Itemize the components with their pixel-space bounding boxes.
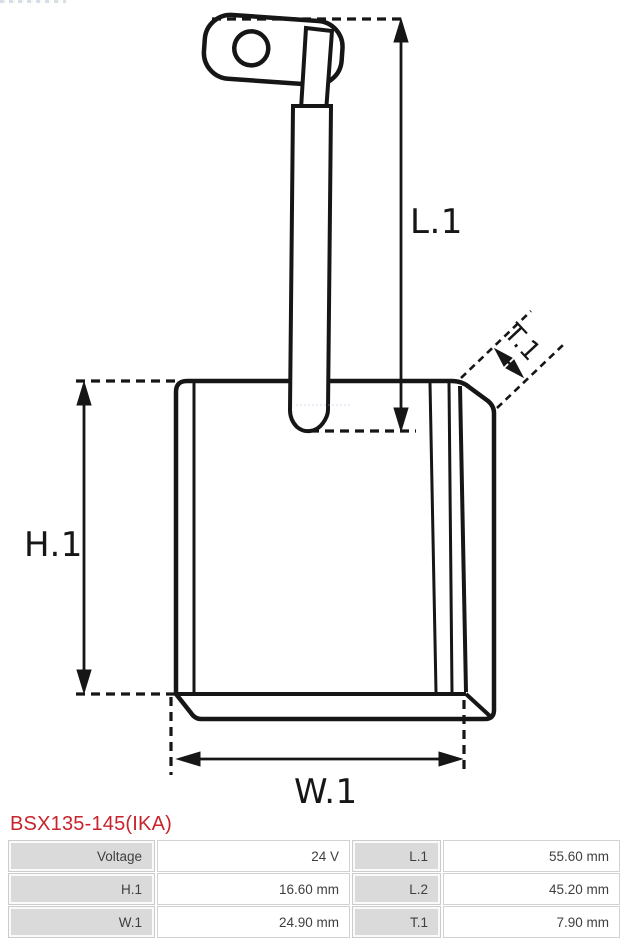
- t1-extension-upper: [460, 310, 532, 379]
- dimension-l1: L.1: [212, 17, 463, 433]
- l1-arrow-down: [393, 407, 409, 433]
- h1-arrow-down: [76, 669, 92, 695]
- l1-label: L.1: [410, 202, 463, 242]
- spec-label: W.1: [9, 907, 154, 937]
- spec-value: 24 V: [158, 841, 349, 871]
- spec-value: 7.90 mm: [444, 907, 619, 937]
- spec-value: 55.60 mm: [444, 841, 619, 871]
- t1-extension-lower: [496, 344, 564, 409]
- lug-hole: [232, 29, 271, 68]
- w1-label: W.1: [294, 772, 358, 810]
- t1-arrow-upper: [493, 347, 513, 367]
- product-code-title: BSX135-145(IKA): [10, 813, 172, 835]
- spec-value: 45.20 mm: [444, 874, 619, 904]
- spec-label: T.1: [353, 907, 440, 937]
- h1-label: H.1: [24, 525, 83, 565]
- l1-arrow-up: [393, 17, 409, 43]
- brush-body: [173, 378, 497, 722]
- h1-arrow-up: [76, 380, 92, 406]
- page-edge-artifact: [0, 0, 66, 3]
- spec-label: L.1: [353, 841, 440, 871]
- lead-wire: [287, 104, 334, 434]
- t1-arrow-lower: [505, 359, 525, 379]
- spec-label: Voltage: [9, 841, 154, 871]
- spec-value: 24.90 mm: [158, 907, 349, 937]
- spec-label: H.1: [9, 874, 154, 904]
- spec-table: Voltage 24 V L.1 55.60 mm H.1 16.60 mm L…: [9, 841, 623, 937]
- brush-body-outline: [173, 378, 497, 722]
- technical-drawing: L.1 H.1 W.1 T.1: [24, 12, 564, 812]
- spec-value: 16.60 mm: [158, 874, 349, 904]
- w1-arrow-left: [175, 751, 201, 767]
- dimension-w1: W.1: [169, 697, 466, 812]
- w1-arrow-right: [438, 751, 464, 767]
- lug-tab: [298, 25, 335, 115]
- dimension-h1: H.1: [24, 379, 178, 696]
- spec-label: L.2: [353, 874, 440, 904]
